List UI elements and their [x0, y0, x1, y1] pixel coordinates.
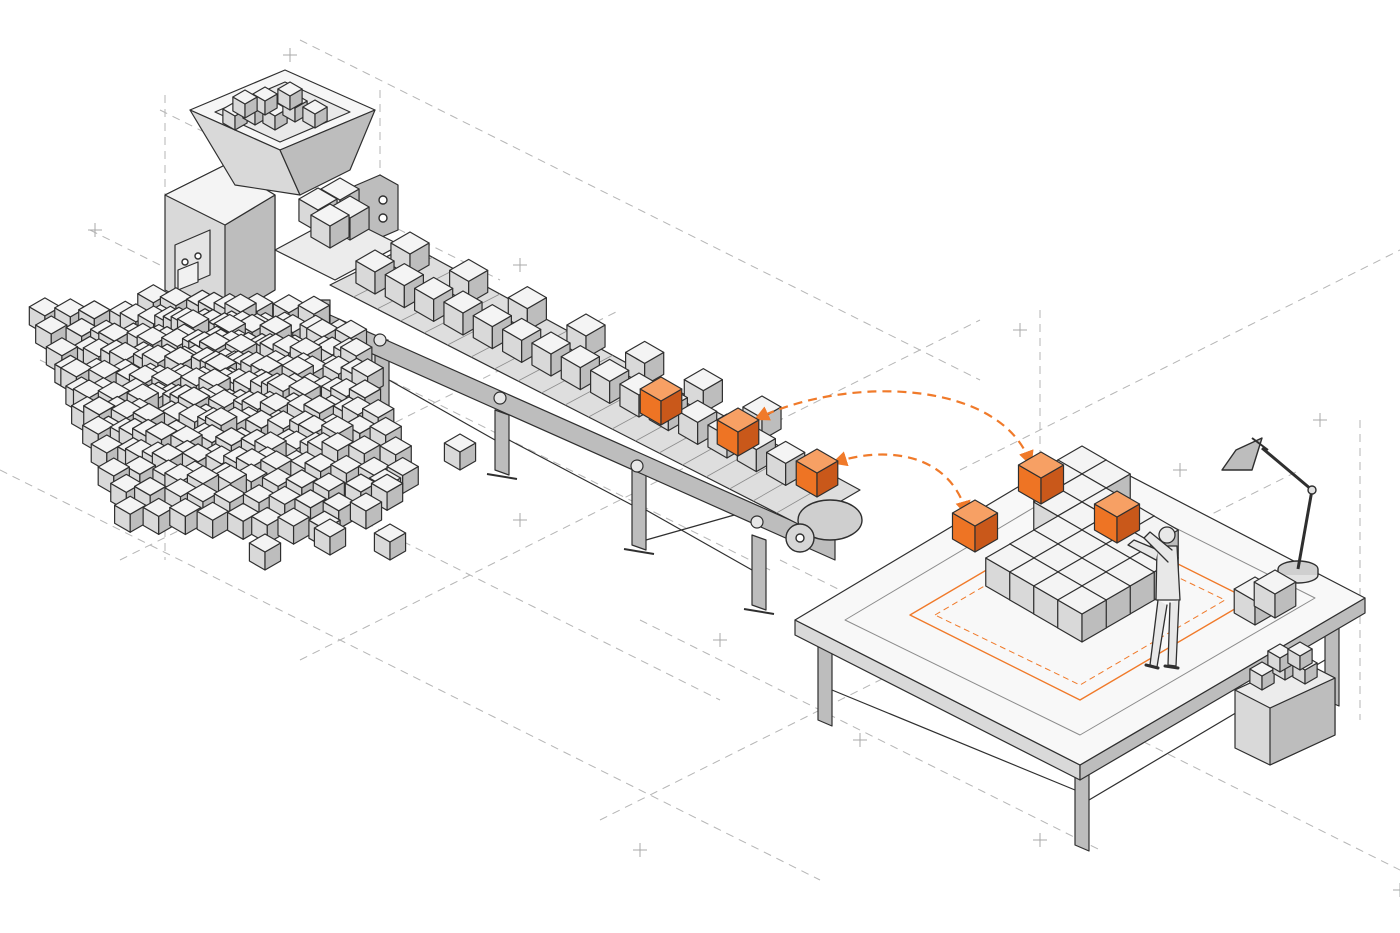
worker-figure — [1127, 526, 1181, 670]
belt-cube — [443, 290, 483, 336]
pile-cube — [114, 495, 147, 533]
highlighted-table-cube — [1017, 451, 1065, 505]
pile-cube — [169, 497, 202, 536]
belt-cube — [683, 368, 723, 414]
crate-cube — [1249, 661, 1275, 691]
pile-cube — [349, 492, 383, 530]
belt-cube — [590, 358, 630, 404]
hopper-cube — [232, 89, 258, 119]
highlighted-belt-cube — [795, 448, 839, 498]
highlighted-belt-cube — [639, 376, 683, 426]
loose-table-cubes — [1233, 569, 1297, 626]
assembly-cube — [1057, 585, 1107, 643]
highlighted-belt-cube — [716, 407, 760, 457]
belt-cube — [310, 203, 350, 249]
pile-cube — [142, 497, 175, 535]
hopper-cube — [277, 81, 303, 111]
cube-pile — [28, 284, 477, 571]
transfer-arrows — [753, 390, 1034, 517]
pile-cube — [443, 433, 477, 471]
pile-cube — [248, 533, 282, 571]
transfer-arrow-2 — [831, 451, 971, 517]
hopper-cube — [302, 99, 328, 129]
crate-cube — [1287, 641, 1313, 671]
belt-cube — [560, 345, 600, 391]
belt-cube — [414, 276, 454, 322]
highlighted-cubes — [639, 376, 1141, 553]
parts-crate — [1234, 641, 1336, 766]
highlighted-table-cube — [951, 499, 999, 553]
pile-cube — [351, 358, 384, 396]
pile-cube — [196, 501, 229, 539]
pile-cube — [313, 518, 347, 556]
pile-cube — [277, 507, 310, 545]
loose-cube — [1253, 569, 1297, 619]
transfer-arrow-1 — [753, 390, 1034, 467]
pile-cube — [386, 456, 419, 495]
highlighted-table-cube — [1093, 490, 1141, 544]
pile-cube — [370, 473, 404, 511]
pile-cube — [226, 502, 260, 540]
pile-cube — [373, 523, 407, 561]
